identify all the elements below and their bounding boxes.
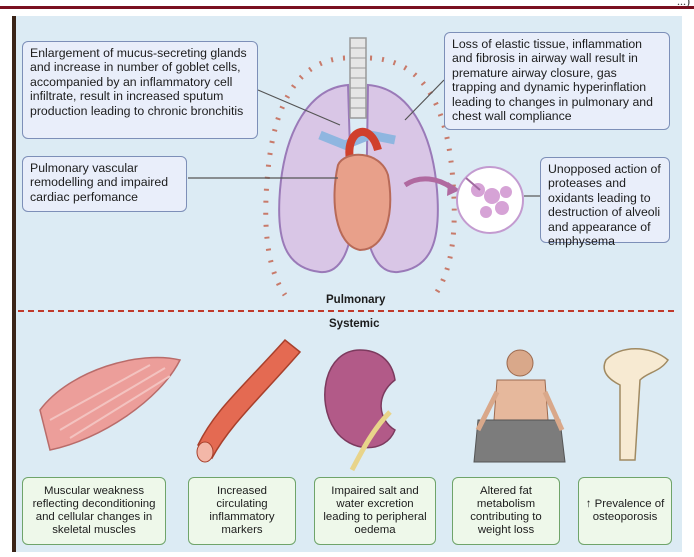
vascular-remodelling-callout: Pulmonary vascular remodelling and impai…: [22, 156, 187, 212]
weight-loss-callout: Altered fat metabolism contributing to w…: [452, 477, 560, 545]
heart: [334, 155, 390, 250]
inflammatory-markers-callout: Increased circulating inflammatory marke…: [188, 477, 296, 545]
elastic-tissue-callout: Loss of elastic tissue, inflammation and…: [444, 32, 670, 130]
osteoporosis-callout: ↑ Prevalence of osteoporosis: [578, 477, 672, 545]
muscle-illustration: [40, 357, 180, 450]
mucus-glands-callout: Enlargement of mucus-secreting glands an…: [22, 41, 258, 139]
systemic-heading: Systemic: [329, 318, 380, 330]
thin-person-illustration: [474, 350, 565, 462]
blood-vessel-illustration: [197, 340, 300, 462]
emphysema-callout: Unopposed action of proteases and oxidan…: [540, 157, 670, 243]
trachea: [350, 38, 366, 118]
oedema-callout: Impaired salt and water excretion leadin…: [314, 477, 436, 545]
pulmonary-heading: Pulmonary: [326, 294, 385, 306]
bone-illustration: [604, 349, 668, 460]
kidney-illustration: [325, 350, 395, 470]
muscle-callout: Muscular weakness reflecting decondition…: [22, 477, 166, 545]
